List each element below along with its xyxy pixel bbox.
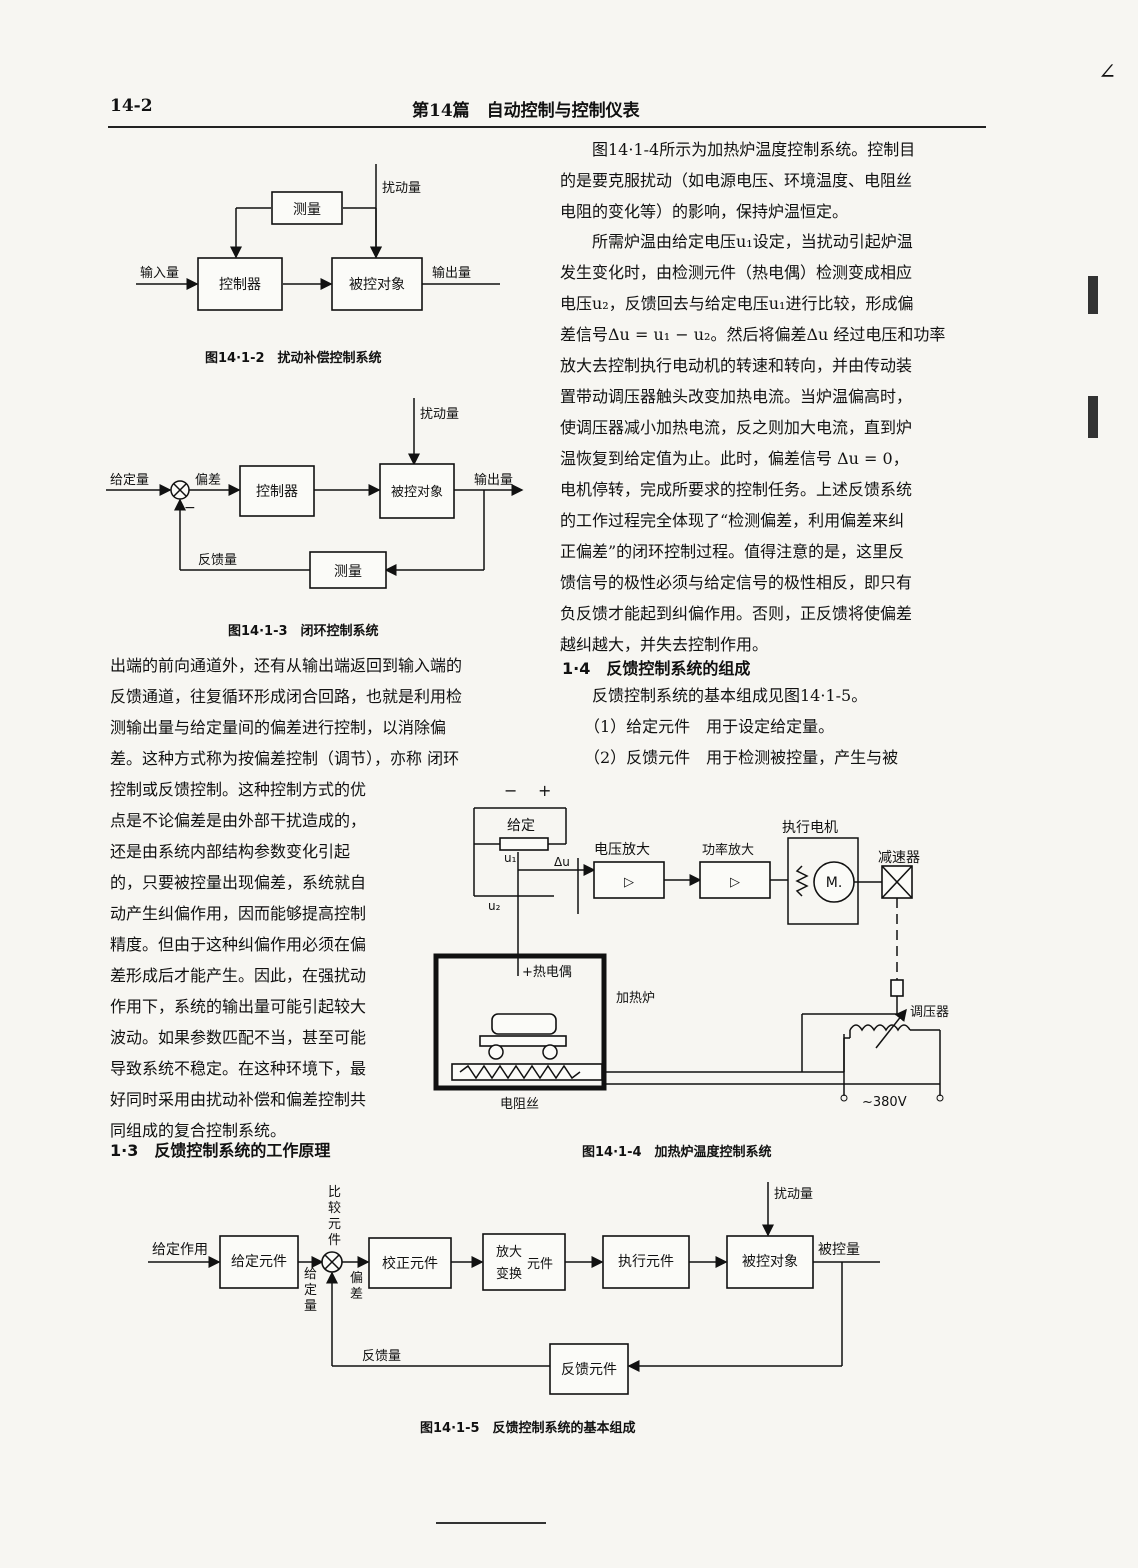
- fig4-plus-terminal: +: [538, 781, 551, 800]
- fig4-motor-frame: [787, 837, 859, 925]
- fig5-actuator-box: [602, 1235, 690, 1289]
- fig5-amp-bottom-label: 变换: [496, 1266, 522, 1282]
- section-1-3-title: 1·3 反馈控制系统的工作原理: [110, 1141, 331, 1160]
- fig2-measure-box: [271, 191, 343, 225]
- figure-14-1-4: − + 给定 u₁ Δu u₂ 电压放大 ▷ 功率放大 ▷ 执行电机 M. 减速…: [433, 781, 949, 1112]
- right-paragraph-3: 反馈控制系统的基本组成见图14·1-5。: [560, 686, 868, 705]
- fig5-amplifier-box: [482, 1233, 566, 1291]
- fig4-setpoint-label: 给定: [507, 818, 535, 834]
- fig5-setpoint-char-3: 量: [304, 1299, 317, 1314]
- fig2-controller-label: 控制器: [219, 277, 261, 293]
- fig2-caption: 图14·1-2 扰动补偿控制系统: [205, 351, 382, 366]
- chapter-title: 第14篇 自动控制与控制仪表: [412, 101, 640, 121]
- fig2-controller-box: [197, 257, 283, 311]
- fig5-setpoint-element-label: 给定元件: [231, 1254, 287, 1270]
- fig5-caption: 图14·1-5 反馈控制系统的基本组成: [420, 1421, 636, 1436]
- fig3-disturbance-label: 扰动量: [420, 407, 459, 422]
- fig4-field-winding: [795, 865, 809, 897]
- section-1-4-title: 1·4 反馈控制系统的组成: [562, 659, 751, 678]
- list-item-1: （1）给定元件 用于设定给定量。: [560, 717, 835, 736]
- fig5-setpoint-char-1: 给: [304, 1267, 317, 1282]
- fig5-setpoint-char-2: 定: [304, 1283, 317, 1298]
- fig5-error-char-2: 差: [350, 1287, 363, 1302]
- fig5-setpoint-action-label: 给定作用: [152, 1242, 208, 1258]
- fig3-output-label: 输出量: [474, 472, 513, 488]
- fig5-feedback-label: 反馈量: [362, 1349, 401, 1364]
- fig4-regulator-label: 调压器: [910, 1005, 949, 1020]
- fig5-disturbance-label: 扰动量: [774, 1187, 813, 1202]
- svg-text:▷: ▷: [624, 875, 634, 890]
- header-rule: [108, 126, 986, 128]
- fig2-plant-label: 被控对象: [349, 277, 405, 293]
- figure-14-1-5: 给定作用 给定元件 比 较 元 件 给 定 量 偏 差 校正元件 放大 变换 元…: [148, 1182, 880, 1395]
- fig5-feedback-element-box: [549, 1343, 629, 1395]
- fig4-regulator-coil: [849, 1024, 911, 1032]
- svg-text:▷: ▷: [730, 875, 740, 890]
- fig4-resistance-wire-label: 电阻丝: [500, 1097, 539, 1112]
- right-paragraph-1: 图14·1-4所示为加热炉温度控制系统。控制目 的是要克服扰动（如电源电压、环境…: [560, 140, 916, 221]
- fig5-correction-label: 校正元件: [382, 1255, 438, 1272]
- fig4-potentiometer: [499, 837, 549, 851]
- left-paragraph-narrow: 控制或反馈控制。这种控制方式的优 点是不论偏差是由外部干扰造成的， 还是由系统内…: [110, 780, 367, 1140]
- fig5-error-char-1: 偏: [350, 1271, 363, 1286]
- fig4-power-amp-label: 功率放大: [702, 842, 754, 858]
- fig3-plant-label: 被控对象: [391, 485, 443, 500]
- fig4-motor-label: 执行电机: [782, 820, 838, 836]
- margin-tab-mark: [1088, 396, 1098, 438]
- fig4-caption: 图14·1-4 加热炉温度控制系统: [582, 1145, 772, 1160]
- fig4-voltage-amplifier: [593, 861, 665, 899]
- fig3-minus-sign: −: [184, 500, 196, 516]
- fig5-setpoint-element-box: [219, 1235, 299, 1289]
- fig2-output-label: 输出量: [432, 265, 471, 281]
- fig2-input-label: 输入量: [140, 265, 179, 281]
- fig5-plant-box: [726, 1235, 814, 1289]
- page-number: 14-2: [110, 96, 153, 116]
- fig5-actuator-label: 执行元件: [618, 1254, 674, 1270]
- fig4-u2-label: u₂: [488, 899, 501, 913]
- fig4-supply-label: ~380V: [862, 1095, 907, 1110]
- fig5-controlled-label: 被控量: [818, 1242, 860, 1258]
- bottom-rule: [436, 1522, 546, 1524]
- fig4-u1-label: u₁: [504, 851, 517, 865]
- fig4-power-amplifier: [699, 861, 771, 899]
- fig4-furnace-label: 加热炉: [616, 991, 655, 1006]
- right-paragraph-2: 所需炉温由给定电压u₁设定，当扰动引起炉温 发生变化时，由检测元件（热电偶）检测…: [560, 232, 946, 654]
- fig4-furnace-wall: [433, 953, 607, 1091]
- corner-mark: ∠: [1098, 60, 1117, 85]
- figure-14-1-3: 扰动量 给定量 偏差 控制器 被控对象 输出量 测量 反馈量 −: [106, 398, 524, 589]
- margin-tab-mark: [1088, 276, 1098, 314]
- fig3-measure-label: 测量: [334, 564, 362, 580]
- fig3-controller-box: [239, 465, 315, 517]
- fig5-comparator-char-4: 件: [328, 1233, 341, 1248]
- fig3-plant-box: [379, 463, 455, 519]
- fig3-controller-label: 控制器: [256, 484, 298, 500]
- fig3-error-label: 偏差: [195, 473, 221, 488]
- fig5-feedback-element-label: 反馈元件: [561, 1362, 617, 1378]
- fig4-motor-symbol: M.: [826, 875, 843, 891]
- fig5-comparator-char-2: 较: [328, 1201, 341, 1216]
- fig2-measure-label: 测量: [293, 202, 321, 218]
- fig4-cart: [479, 1035, 567, 1047]
- fig5-amp-suffix-label: 元件: [527, 1257, 553, 1272]
- fig5-amp-top-label: 放大: [496, 1245, 522, 1260]
- fig4-minus-terminal: −: [504, 781, 517, 800]
- fig4-thermocouple-label: +热电偶: [522, 965, 572, 980]
- fig4-coupling: [890, 979, 904, 997]
- fig5-plant-label: 被控对象: [742, 1254, 798, 1270]
- figure-14-1-2: 测量 控制器 被控对象 输入量 输出量 扰动量: [136, 164, 500, 311]
- fig3-caption: 图14·1-3 闭环控制系统: [228, 624, 379, 639]
- fig4-volt-amp-label: 电压放大: [594, 842, 650, 858]
- list-item-2: （2）反馈元件 用于检测被控量，产生与被: [560, 748, 899, 767]
- fig4-workpiece: [491, 1013, 557, 1035]
- fig3-setpoint-label: 给定量: [110, 473, 149, 488]
- fig5-comparator-char-3: 元: [328, 1217, 341, 1232]
- fig5-correction-box: [368, 1237, 452, 1289]
- fig3-feedback-label: 反馈量: [198, 553, 237, 568]
- fig5-comparator-char-1: 比: [328, 1185, 341, 1200]
- left-paragraph-wide: 出端的前向通道外，还有从输出端返回到输入端的 反馈通道，往复循环形成闭合回路，也…: [110, 656, 463, 768]
- fig2-disturbance-label: 扰动量: [382, 181, 421, 196]
- fig4-du-label: Δu: [554, 855, 570, 869]
- fig4-reducer-label: 减速器: [878, 850, 920, 866]
